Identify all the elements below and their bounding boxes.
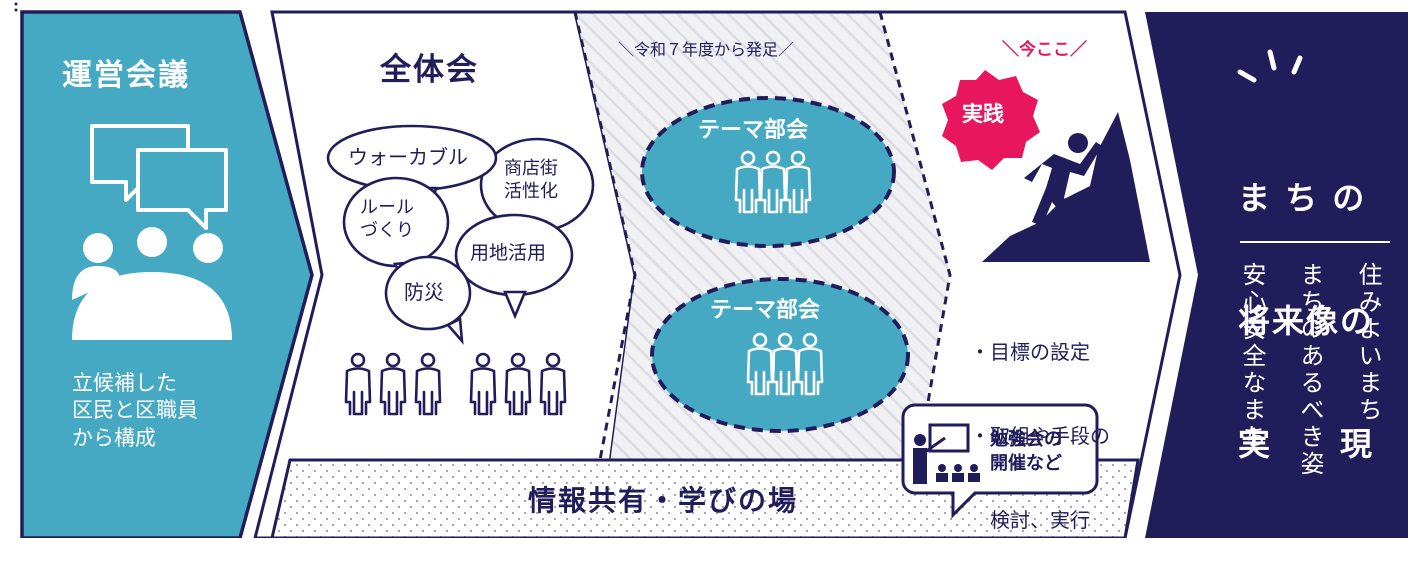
study-bubble — [901, 403, 1099, 519]
vision-title-line: 将来像の — [1238, 301, 1375, 340]
topic-shopping-street: 商店街 活性化 — [504, 158, 558, 202]
separator-dashed-1 — [573, 11, 637, 461]
theme-group-label-1: テーマ部会 — [698, 118, 809, 143]
practice-items: ・目標の設定 ・取組や手段の 検討、実行 — [970, 282, 1110, 562]
shared-label: 情報共有・学びの場 — [528, 484, 799, 517]
vision-column-3: 安心安全なまち — [1238, 262, 1266, 451]
steering-description-line: から構成 — [72, 425, 156, 450]
topic-walkable: ウォーカブル — [348, 145, 468, 169]
practice-badge — [942, 70, 1040, 170]
topic-disaster: 防災 — [404, 280, 444, 304]
study-text: 勉強会の 開催など — [990, 428, 1062, 477]
plenary-title: 全体会 — [380, 52, 479, 88]
study-line: 開催など — [990, 453, 1062, 475]
vision-title-line: 実 現 — [1238, 424, 1375, 463]
vision-title-line: ま ち の — [1238, 178, 1367, 217]
theme-group-label-2: テーマ部会 — [710, 298, 821, 323]
steering-description: 立候補した 区民と区職員 から構成 — [72, 370, 198, 452]
practice-item: ・目標の設定 — [970, 340, 1090, 364]
teacher-icon — [913, 423, 980, 484]
study-line: 勉強会の — [990, 429, 1062, 450]
now-label: ＼今ここ／ — [1002, 40, 1087, 60]
vision-title: ま ち の 将来像の 実 現 — [1238, 96, 1374, 506]
practice-item: 検討、実行 — [970, 508, 1090, 532]
separator-dashed-2 — [878, 11, 952, 461]
steering-title: 運営会議 — [62, 58, 190, 93]
vision-column-1: 住みよいまち — [1354, 262, 1382, 424]
speech-bubbles-icon — [90, 124, 228, 230]
vision-panel — [1145, 12, 1408, 538]
practice-badge-label: 実践 — [962, 102, 1004, 126]
topic-rule-making: ルール づくり — [360, 197, 414, 242]
theme-note: ＼令和７年度から発足／ — [618, 40, 795, 59]
theme-group-2 — [650, 277, 910, 433]
diagram-canvas — [14, 2, 1408, 538]
sparkle-lines-icon — [1237, 49, 1303, 83]
practice-item: ・取組や手段の — [970, 424, 1110, 448]
steering-description-line: 立候補した — [72, 371, 177, 395]
steering-description-line: 区民と区職員 — [72, 398, 198, 423]
topic-land-use: 用地活用 — [470, 242, 547, 264]
vision-column-2: まちのあるべき姿 — [1296, 262, 1324, 478]
theme-group-1 — [640, 96, 896, 248]
climber-icon — [982, 112, 1150, 262]
meeting-table-icon — [72, 227, 232, 340]
topic-bubbles — [326, 124, 595, 345]
